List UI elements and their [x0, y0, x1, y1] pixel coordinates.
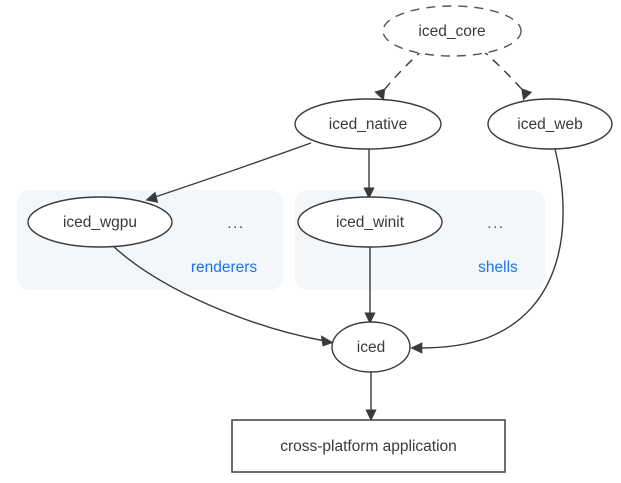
edge-iced-native-to-iced-wgpu: [145, 142, 312, 203]
edge-iced-wgpu-to-iced: [111, 244, 334, 347]
node-iced-wgpu-ellipse[interactable]: [27, 196, 173, 248]
edge-iced-wgpu-to-iced-line: [111, 244, 326, 342]
edge-iced-core-to-iced-native-arrowhead: [374, 88, 386, 101]
node-application[interactable]: cross-platform application: [231, 419, 506, 473]
edge-iced-web-to-iced-line: [418, 148, 564, 349]
edge-iced-web-to-iced: [410, 148, 564, 354]
edge-iced-winit-to-iced-arrowhead: [364, 312, 376, 325]
node-iced-web[interactable]: iced_web: [487, 98, 613, 150]
edge-iced-core-to-iced-web-line: [480, 48, 528, 96]
node-iced-ellipse[interactable]: [331, 321, 411, 373]
node-iced-core-ellipse[interactable]: [382, 5, 522, 57]
node-iced-core[interactable]: iced_core: [382, 5, 522, 57]
node-iced-winit-ellipse[interactable]: [297, 196, 443, 248]
edge-iced-core-to-iced-web-arrowhead: [521, 88, 533, 101]
node-iced-web-ellipse[interactable]: [487, 98, 613, 150]
edge-iced-native-to-iced-winit: [363, 149, 375, 200]
edge-iced-native-to-iced-wgpu-arrowhead: [145, 191, 159, 203]
edge-iced-wgpu-to-iced-arrowhead: [320, 335, 334, 347]
edge-iced-core-to-iced-native-line: [379, 48, 425, 96]
node-iced-native[interactable]: iced_native: [294, 98, 442, 150]
node-iced-wgpu[interactable]: iced_wgpu: [27, 196, 173, 248]
node-application-box[interactable]: [231, 419, 506, 473]
node-iced-native-ellipse[interactable]: [294, 98, 442, 150]
edge-iced-core-to-iced-native: [374, 48, 425, 101]
edge-iced-native-to-iced-winit-arrowhead: [363, 187, 375, 200]
node-iced-winit[interactable]: iced_winit: [297, 196, 443, 248]
edge-iced-web-to-iced-arrowhead: [410, 342, 423, 354]
node-iced[interactable]: iced: [331, 321, 411, 373]
edge-iced-core-to-iced-web: [480, 48, 533, 101]
edge-iced-to-application-arrowhead: [365, 409, 377, 422]
edge-iced-winit-to-iced: [364, 247, 376, 325]
edge-iced-to-application: [365, 372, 377, 422]
edge-iced-native-to-iced-wgpu-line: [151, 142, 312, 199]
